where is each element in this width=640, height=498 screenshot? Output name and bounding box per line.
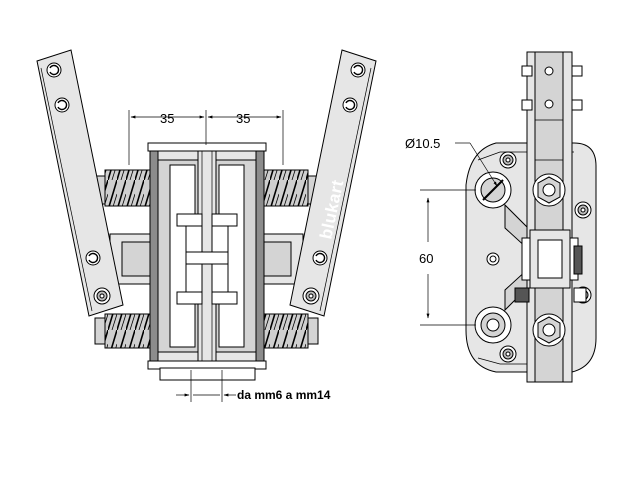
dim-left-35: 35 (160, 111, 174, 126)
dim-height-60: 60 (419, 251, 433, 266)
caliper-body-left (149, 144, 203, 368)
right-spring-upper (261, 169, 319, 207)
lower-hex-bolt (532, 313, 566, 347)
dimension-60: 60 (419, 189, 476, 326)
left-spring-upper (94, 169, 152, 207)
dimension-range: da mm6 a mm14 (176, 370, 331, 402)
dim-diameter-10-5: Ø10.5 (405, 136, 440, 151)
range-note: da mm6 a mm14 (237, 388, 331, 402)
dim-right-35: 35 (236, 111, 250, 126)
front-view: blukart 35 35 da mm6 a mm14 (36, 49, 377, 402)
dimension-diameter: Ø10.5 (405, 136, 498, 187)
upper-hex-bolt (532, 173, 566, 207)
left-spring-lower (94, 313, 152, 349)
side-view: Ø10.5 60 (405, 51, 597, 383)
dimension-35-35: 35 35 (128, 110, 284, 165)
right-spring-lower (261, 313, 319, 349)
left-arm (36, 49, 124, 317)
brake-pads (176, 213, 238, 305)
